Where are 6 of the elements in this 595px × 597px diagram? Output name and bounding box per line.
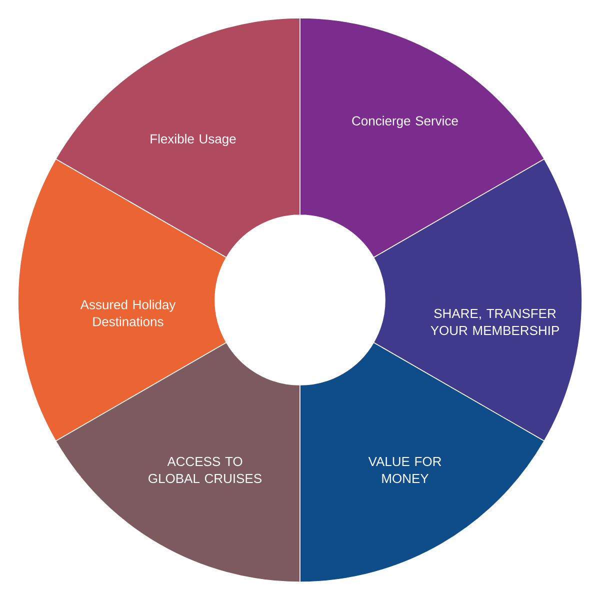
- donut-segment: VALUE FOR MONEY: [300, 342, 545, 582]
- donut-segment: Flexible Usage: [55, 18, 300, 258]
- donut-segment: Concierge Service: [300, 18, 545, 258]
- donut-segment: SHARE, TRANSFER YOUR MEMBERSHIP: [373, 158, 582, 442]
- donut-segment: ACCESS TO GLOBAL CRUISES: [55, 342, 300, 582]
- donut-segment: Assured Holiday Destinations: [18, 158, 227, 442]
